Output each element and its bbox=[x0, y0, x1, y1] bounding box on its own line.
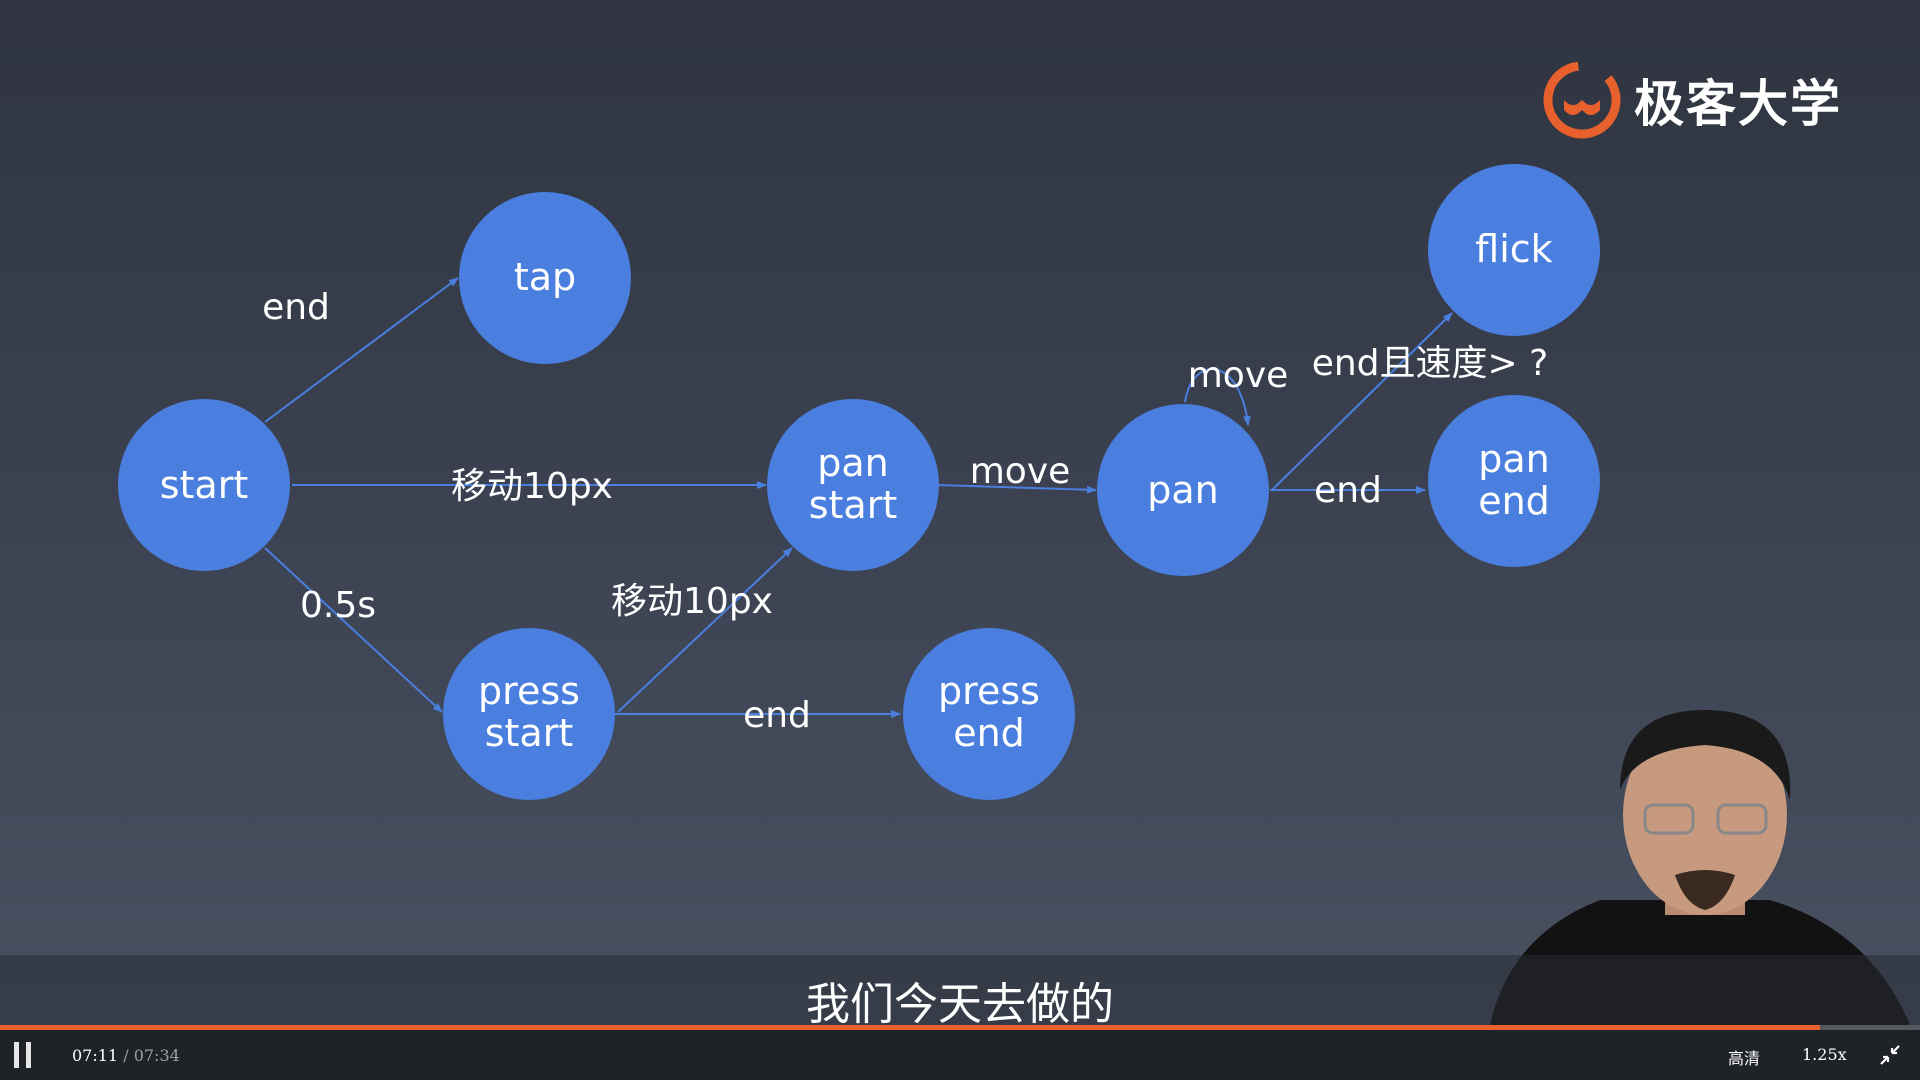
exit-fullscreen-icon[interactable] bbox=[1878, 1043, 1902, 1067]
edge-panstart-pan bbox=[937, 484, 1097, 494]
quality-button[interactable]: 高清 bbox=[1728, 1049, 1761, 1068]
edge-label-panstart-pan: move bbox=[970, 451, 1071, 492]
speed-button[interactable]: 1.25x bbox=[1802, 1045, 1847, 1064]
edge-pressstart-panstart bbox=[617, 547, 793, 713]
svg-text:end: end bbox=[1478, 479, 1550, 523]
svg-text:pan: pan bbox=[1478, 437, 1550, 481]
edge-label-pan-panend: end bbox=[1314, 470, 1382, 511]
time-separator: / bbox=[123, 1046, 129, 1065]
edge-pan-self bbox=[1184, 368, 1251, 426]
node-press-end: press end bbox=[903, 628, 1075, 800]
edge-label-pan-self: move bbox=[1188, 355, 1289, 396]
svg-text:pan: pan bbox=[1147, 468, 1219, 512]
node-pan-start: pan start bbox=[767, 399, 939, 571]
player-controls: 07:11 / 07:34 高清 1.25x bbox=[0, 1030, 1920, 1080]
svg-text:press: press bbox=[938, 669, 1040, 713]
duration: 07:34 bbox=[133, 1046, 180, 1065]
pause-button[interactable] bbox=[14, 1042, 34, 1068]
edge-label-pressstart-panstart: 移动10px bbox=[611, 581, 773, 622]
time-display: 07:11 / 07:34 bbox=[72, 1046, 180, 1065]
edge-label-start-tap: end bbox=[262, 287, 330, 328]
edge-label-pressstart-pressend: end bbox=[743, 695, 811, 736]
subtitle-band bbox=[0, 955, 1920, 1025]
brand-logo: 极客大学 bbox=[1540, 58, 1842, 142]
pause-icon-bar bbox=[26, 1042, 31, 1068]
svg-text:pan: pan bbox=[817, 441, 889, 485]
pause-icon bbox=[14, 1042, 19, 1068]
svg-text:end: end bbox=[953, 711, 1025, 755]
edge-pan-flick bbox=[1271, 312, 1453, 491]
subtitle-text: 我们今天去做的 bbox=[806, 979, 1114, 1030]
node-press-start: press start bbox=[443, 628, 615, 800]
svg-text:flick: flick bbox=[1475, 227, 1552, 271]
svg-text:press: press bbox=[478, 669, 580, 713]
node-pan: pan bbox=[1097, 404, 1269, 576]
node-tap: tap bbox=[459, 192, 631, 364]
node-flick: flick bbox=[1428, 164, 1600, 336]
logo-icon bbox=[1543, 61, 1621, 139]
svg-text:tap: tap bbox=[514, 255, 576, 299]
logo-text: 极客大学 bbox=[1634, 75, 1842, 133]
progress-fill bbox=[0, 1025, 1821, 1030]
progress-bar[interactable] bbox=[0, 1025, 1920, 1030]
edge-label-pan-flick: end且速度> ? bbox=[1312, 343, 1549, 384]
current-time: 07:11 bbox=[72, 1046, 119, 1065]
edge-start-tap bbox=[264, 277, 459, 423]
svg-text:start: start bbox=[160, 463, 249, 507]
edge-start-pressstart bbox=[264, 547, 443, 713]
svg-text:start: start bbox=[485, 711, 574, 755]
edge-label-start-pressstart: 0.5s bbox=[300, 585, 376, 626]
edge-label-start-panstart: 移动10px bbox=[451, 466, 613, 507]
node-start: start bbox=[118, 399, 290, 571]
svg-text:start: start bbox=[809, 483, 898, 527]
node-pan-end: pan end bbox=[1428, 395, 1600, 567]
